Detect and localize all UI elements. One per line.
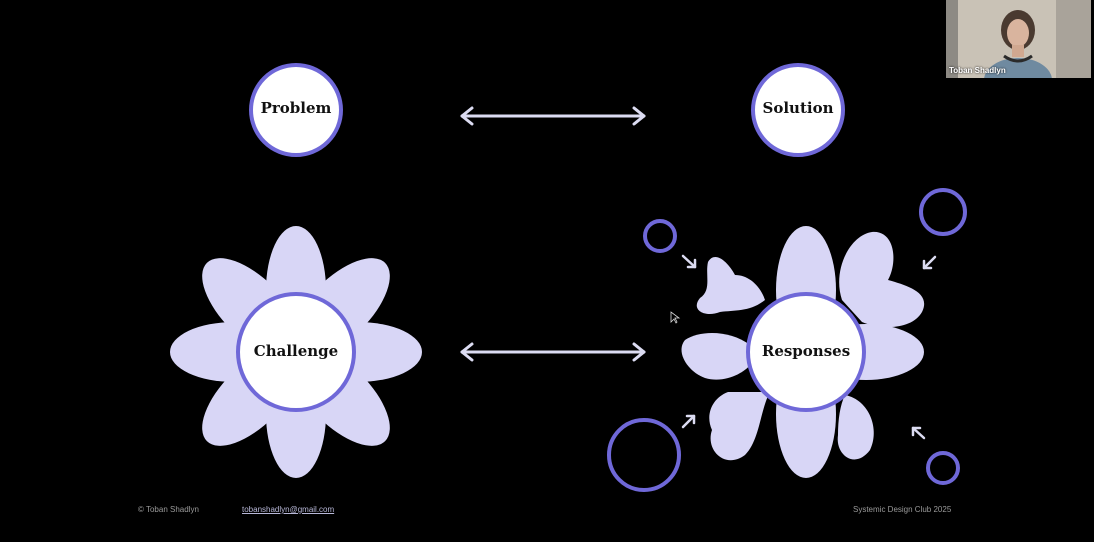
participant-video-frame — [946, 0, 1091, 78]
mouse-cursor-icon — [670, 311, 681, 324]
small-arrows — [681, 254, 937, 440]
footer-copyright: © Toban Shadlyn — [138, 505, 199, 514]
responses-circle — [746, 292, 866, 412]
ring-medium-topright — [919, 188, 967, 236]
responses-label: Responses — [761, 342, 851, 360]
participant-video-tile[interactable]: Toban Shadlyn — [946, 0, 1091, 78]
ring-small-bottomright — [926, 451, 960, 485]
ring-small-topleft — [643, 219, 677, 253]
solution-label: Solution — [762, 99, 834, 117]
problem-label: Problem — [260, 99, 332, 117]
participant-name: Toban Shadlyn — [949, 66, 1006, 75]
footer-club: Systemic Design Club 2025 — [853, 505, 952, 514]
top-double-arrow — [460, 106, 646, 126]
challenge-label: Challenge — [253, 342, 339, 360]
ring-large-bottomleft — [607, 418, 681, 492]
challenge-circle — [236, 292, 356, 412]
bottom-double-arrow — [460, 342, 646, 362]
problem-circle — [249, 63, 343, 157]
solution-circle — [751, 63, 845, 157]
footer-email-link[interactable]: tobanshadlyn@gmail.com — [242, 505, 335, 514]
